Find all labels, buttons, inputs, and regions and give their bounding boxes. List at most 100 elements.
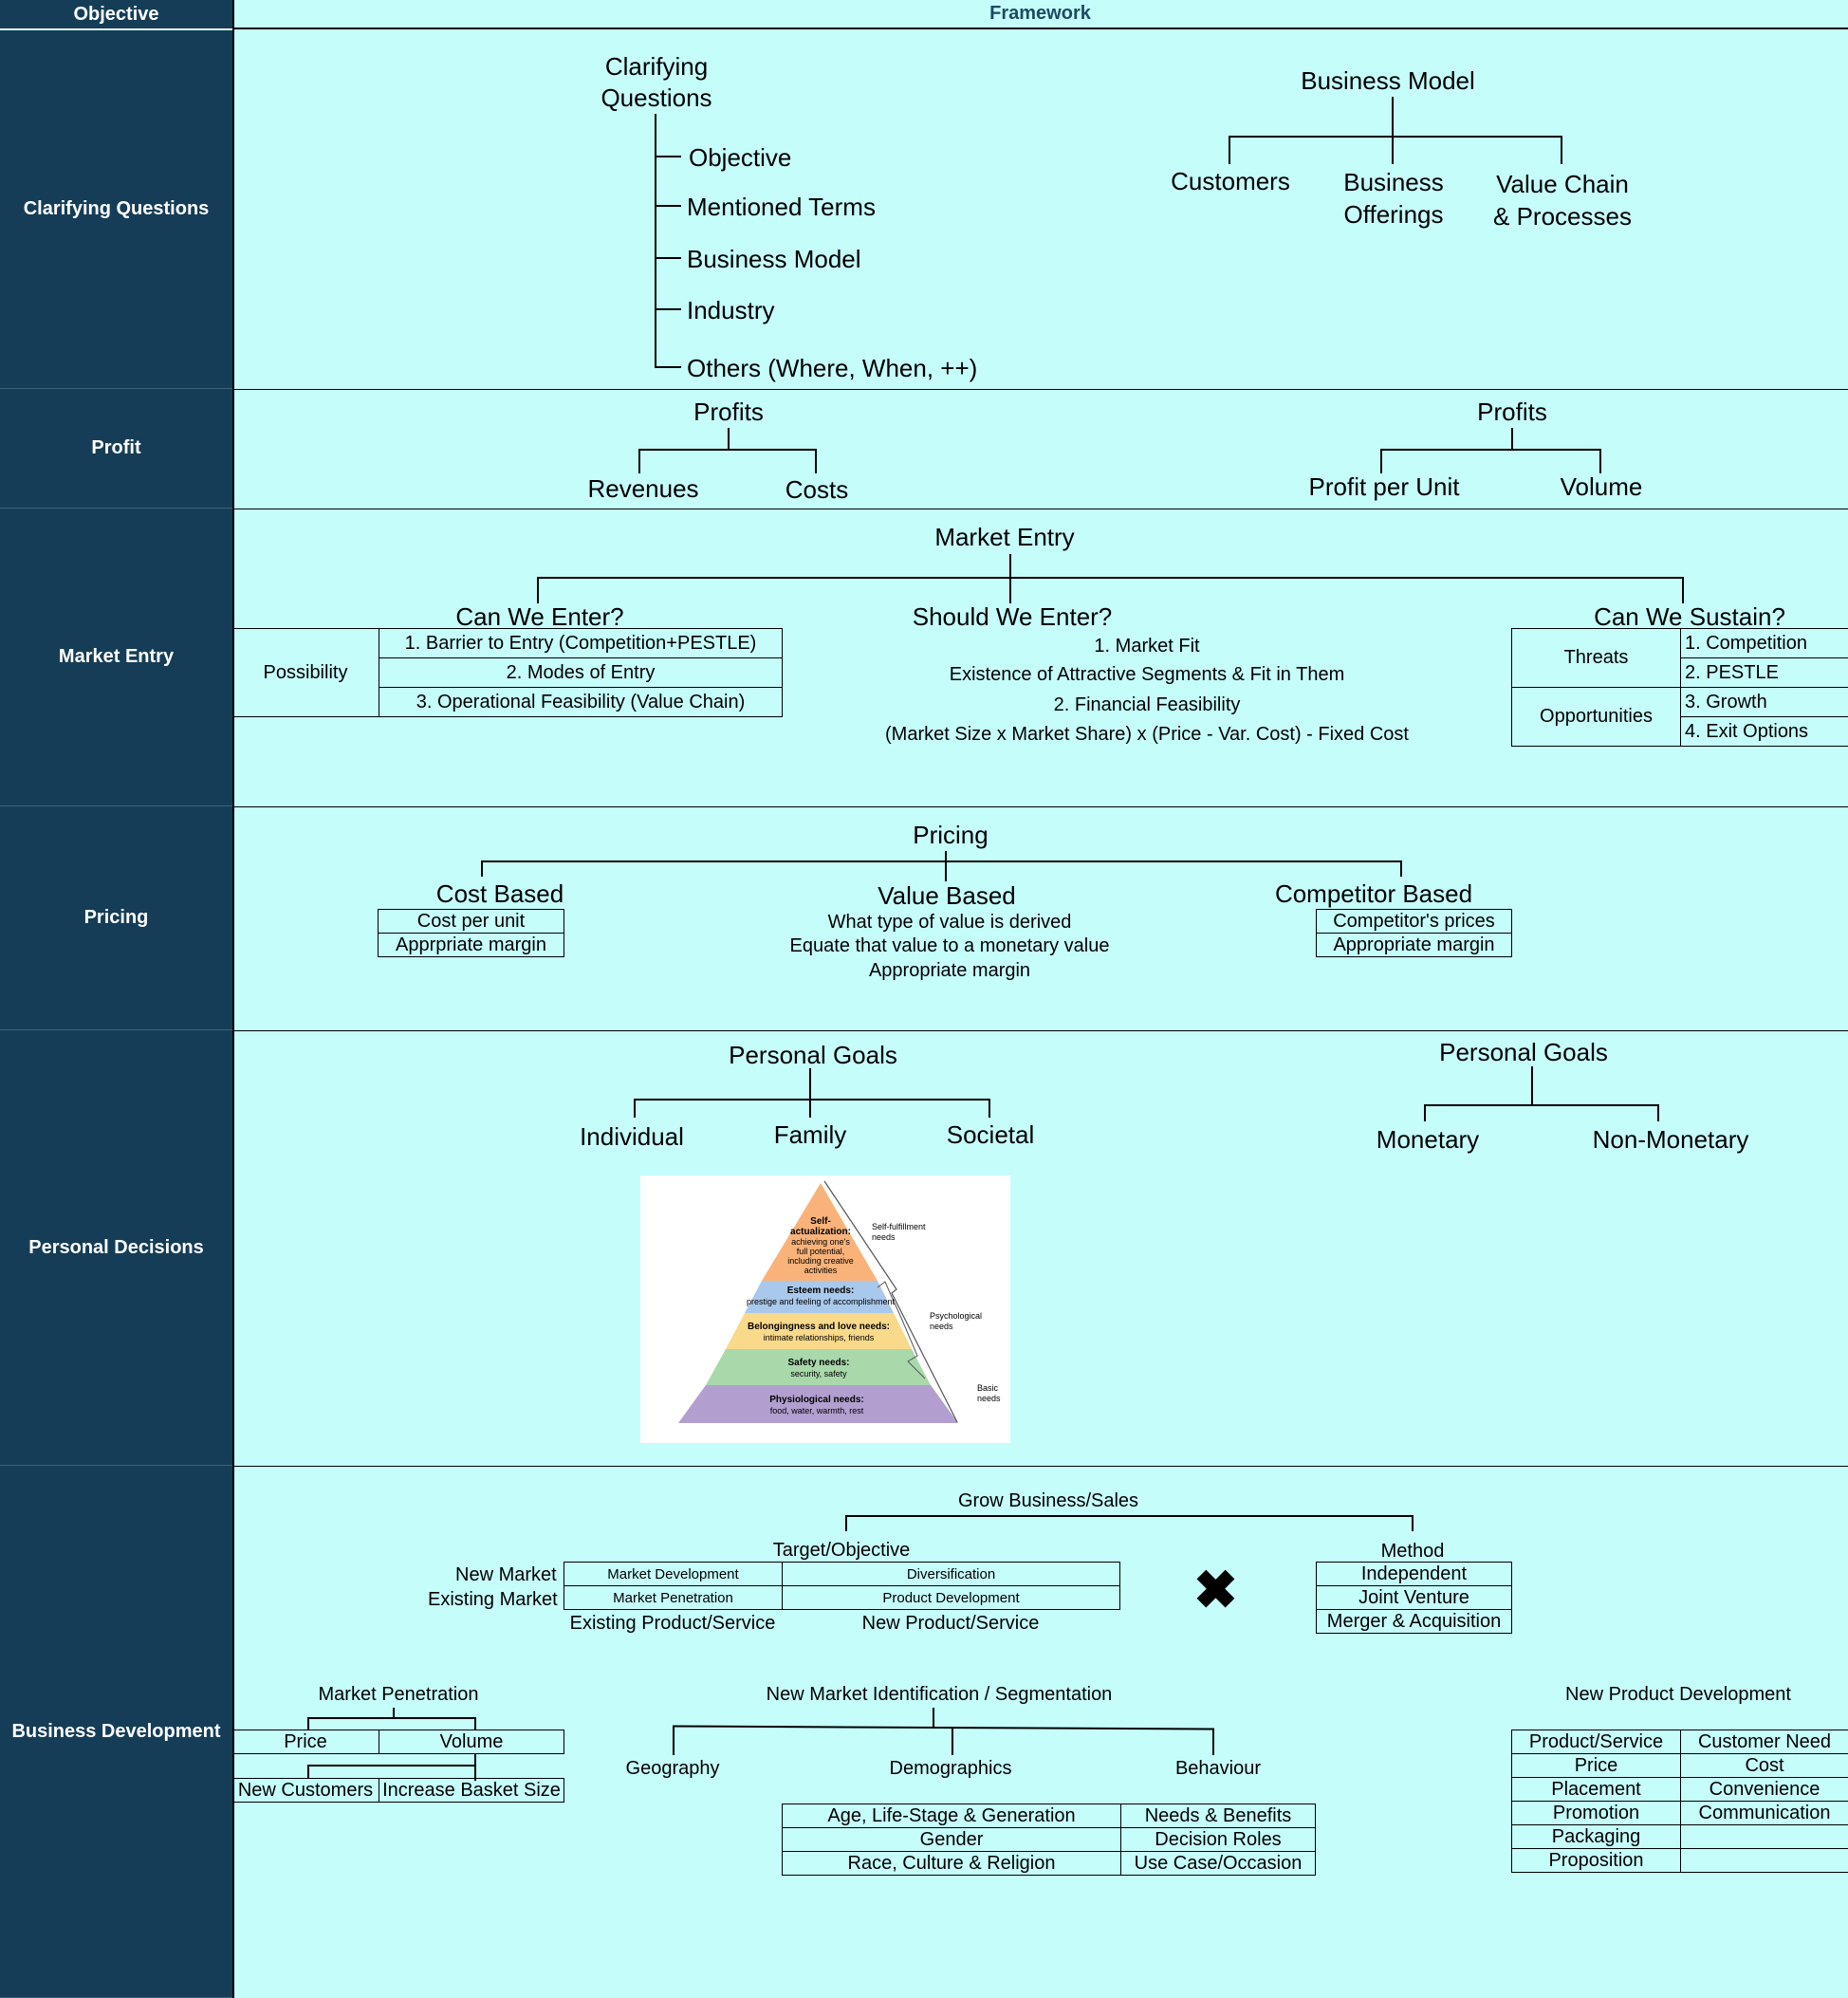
me-should-line: Existence of Attractive Segments & Fit i… — [949, 664, 1345, 685]
column-divider — [232, 0, 234, 1998]
connector — [634, 1099, 990, 1101]
cq-item: Objective — [689, 143, 792, 172]
pyr-side-basic: Basic — [977, 1383, 999, 1393]
connector — [474, 1717, 476, 1730]
pyr-side-self: needs — [872, 1232, 896, 1242]
row-divider — [232, 389, 1848, 390]
cq-trunk-line — [655, 114, 656, 368]
me-should-enter: Should We Enter? — [912, 602, 1113, 631]
connector — [1229, 136, 1562, 138]
me-possibility-cell: Possibility — [232, 628, 379, 717]
bm-customers: Customers — [1171, 167, 1290, 195]
pg-left-title: Personal Goals — [729, 1041, 897, 1069]
pyr-side-psych: Psychological — [930, 1311, 983, 1321]
npd-right-item: Customer Need — [1680, 1730, 1848, 1754]
pricing-cost-item: Cost per unit — [378, 909, 564, 934]
npd-right-item — [1680, 1848, 1848, 1873]
me-possibility-item: 2. Modes of Entry — [379, 657, 783, 688]
pyr-side-psych: needs — [930, 1322, 953, 1331]
connector — [1400, 860, 1402, 877]
me-sustain-item: 3. Growth — [1680, 687, 1848, 717]
pyr-self-desc: achieving one's — [791, 1237, 850, 1247]
me-should-line: 2. Financial Feasibility — [1053, 694, 1241, 715]
bd-new-product: New Product/Service — [861, 1613, 1040, 1634]
pg-non-monetary: Non-Monetary — [1592, 1125, 1749, 1154]
pyr-esteem-title: Esteem needs: — [786, 1286, 855, 1296]
row-label-clarifying: Clarifying Questions — [0, 30, 232, 389]
bd-method-item: Merger & Acquisition — [1316, 1609, 1512, 1634]
profit-volume: Volume — [1560, 472, 1643, 501]
connector — [1599, 449, 1601, 473]
me-sustain-item: 1. Competition — [1680, 628, 1848, 658]
connector — [1392, 136, 1394, 164]
connector — [655, 308, 681, 310]
mp-new-customers: New Customers — [232, 1778, 379, 1803]
connector — [1424, 1104, 1659, 1106]
pricing-value-line: What type of value is derived — [827, 912, 1072, 933]
ansoff-diversification: Diversification — [782, 1562, 1120, 1586]
npd-left-item: Proposition — [1511, 1848, 1681, 1873]
bd-new-market: New Market — [455, 1564, 557, 1585]
connector — [673, 1727, 675, 1755]
bm-title: Business Model — [1301, 66, 1475, 95]
bd-target: Target/Objective — [772, 1540, 911, 1561]
connector — [952, 1729, 953, 1755]
connector — [1380, 449, 1382, 473]
me-title: Market Entry — [934, 523, 1075, 551]
pricing-title: Pricing — [913, 821, 989, 849]
connector — [845, 1515, 847, 1531]
objective-header: Objective — [0, 0, 232, 29]
npd-right-item: Cost — [1680, 1753, 1848, 1778]
pg-societal: Societal — [946, 1120, 1035, 1149]
connector — [945, 851, 947, 881]
connector — [634, 1099, 636, 1118]
pyr-side-basic: needs — [977, 1394, 1001, 1403]
me-possibility-item: 3. Operational Feasibility (Value Chain) — [379, 687, 783, 717]
connector — [809, 1068, 811, 1118]
pyr-self-title1: Self- — [810, 1216, 831, 1227]
row-divider — [232, 1030, 1848, 1031]
connector — [1229, 136, 1230, 164]
connector — [1561, 136, 1562, 164]
mp-price: Price — [232, 1730, 379, 1754]
me-should-line: (Market Size x Market Share) x (Price - … — [885, 724, 1409, 745]
row-label-personal: Personal Decisions — [0, 1030, 232, 1466]
connector — [307, 1717, 309, 1730]
pyr-self-title2: actualization: — [790, 1227, 851, 1237]
bd-existing-market: Existing Market — [428, 1589, 558, 1610]
connector — [474, 1753, 476, 1781]
row-label-bizdev: Business Development — [0, 1466, 232, 1998]
maslow-pyramid-shapes — [678, 1180, 958, 1423]
cross-icon: ✖ — [1193, 1560, 1238, 1619]
pricing-value-line: Appropriate margin — [868, 960, 1031, 981]
mp-basket: Increase Basket Size — [379, 1778, 564, 1803]
pricing-value-line: Equate that value to a monetary value — [789, 935, 1110, 956]
pg-family: Family — [773, 1120, 847, 1149]
connector — [1380, 449, 1601, 451]
me-sustain-item: 4. Exit Options — [1680, 716, 1848, 747]
connector — [1424, 1104, 1426, 1121]
me-sustain-item: 2. PESTLE — [1680, 657, 1848, 688]
row-divider — [232, 806, 1848, 807]
connector — [307, 1765, 309, 1779]
npd-right-item: Convenience — [1680, 1777, 1848, 1802]
seg-demo-item: Gender — [782, 1827, 1121, 1852]
profit-revenues: Revenues — [587, 474, 699, 503]
seg-title: New Market Identification / Segmentation — [766, 1684, 1113, 1705]
npd-right-item: Communication — [1680, 1801, 1848, 1825]
pricing-competitor-item: Competitor's prices — [1316, 909, 1512, 934]
bd-title: Grow Business/Sales — [957, 1490, 1139, 1511]
pricing-competitor-item: Appropriate margin — [1316, 933, 1512, 957]
connector — [1392, 97, 1394, 137]
connector — [815, 449, 817, 473]
connector — [638, 449, 640, 473]
cq-title-line2: Questions — [601, 83, 712, 112]
connector — [537, 577, 1684, 579]
connector — [672, 1725, 1215, 1730]
npd-left-item: Packaging — [1511, 1824, 1681, 1849]
seg-behav-item: Needs & Benefits — [1120, 1804, 1316, 1828]
connector — [638, 449, 817, 451]
seg-demo-item: Age, Life-Stage & Generation — [782, 1804, 1121, 1828]
pyr-self-desc: including creative — [787, 1256, 854, 1266]
